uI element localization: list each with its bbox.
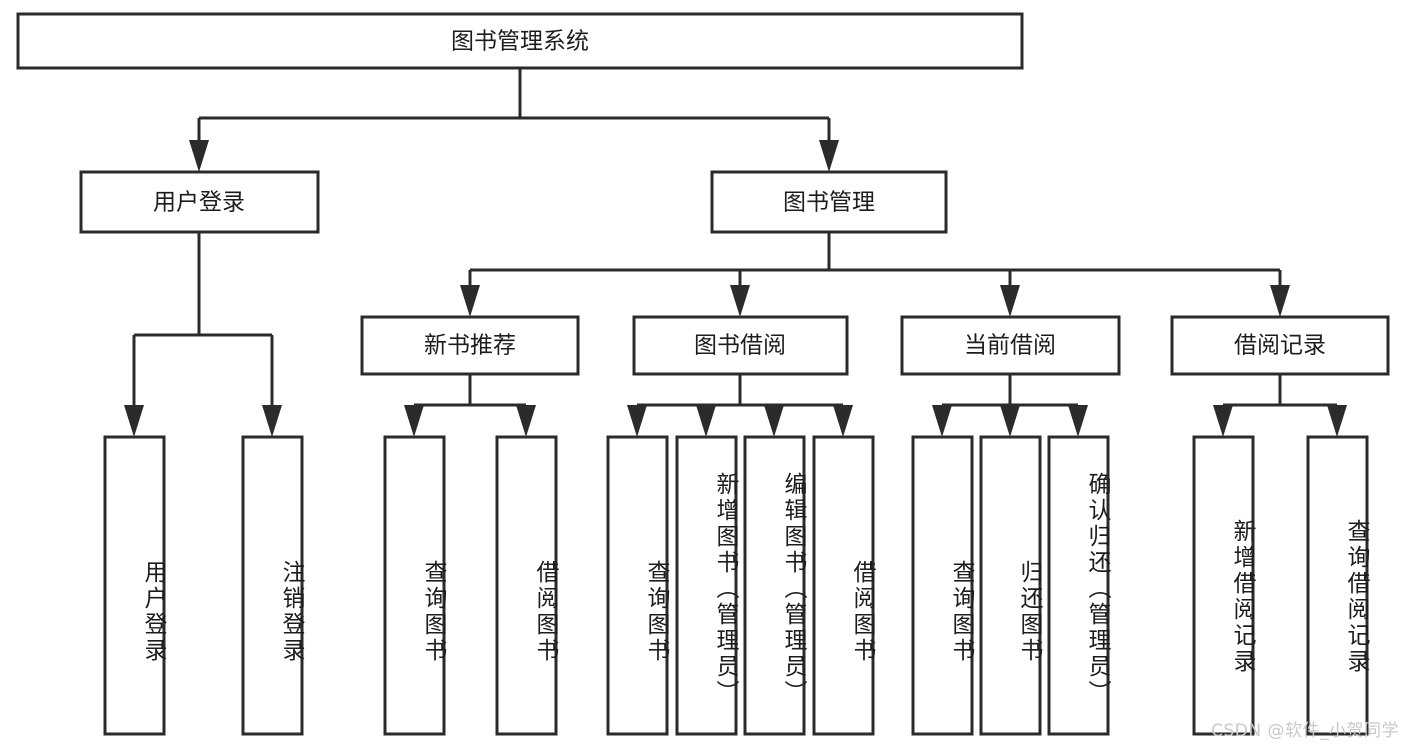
node-new-book-recommend-label: 新书推荐 [424,333,516,359]
node-book-management-label: 图书管理 [783,190,875,216]
arrow-head-leaf-add-borrow-record [1213,405,1233,437]
arrow-head-leaf-return-book [1000,405,1020,437]
node-borrow-record[interactable]: 借阅记录 [1170,315,1390,376]
arrow-head-leaf-add-book-admin [696,405,716,437]
node-current-borrow-box[interactable] [900,315,1121,376]
node-user-login-label: 用户登录 [153,190,245,216]
node-new-book-recommend[interactable]: 新书推荐 [360,315,580,376]
node-new-book-recommend-box[interactable] [360,315,580,376]
node-book-borrow-box[interactable] [632,315,849,376]
node-leaf-add-borrow-record-box[interactable] [1192,435,1255,736]
arrow-head-book-management [819,140,839,172]
node-current-borrow-label: 当前借阅 [964,333,1056,359]
watermark-text: CSDN @软件_小贺同学 [1211,721,1399,741]
node-leaf-query-borrow-record-box[interactable] [1306,435,1369,736]
node-leaf-logout-login-box[interactable] [241,435,304,736]
arrow-head-leaf-borrow-book-2 [833,405,853,437]
node-root-box[interactable] [16,12,1024,70]
node-current-borrow[interactable]: 当前借阅 [900,315,1121,376]
arrow-head-new-book-recommend [460,285,480,317]
arrow-head-leaf-query-book-1 [404,405,424,437]
node-leaf-borrow-book-2-box[interactable] [812,435,875,736]
node-leaf-query-book-1-box[interactable] [383,435,446,736]
connector-layer [124,68,1347,437]
node-leaf-user-login-box[interactable] [103,435,166,736]
node-leaf-edit-book-admin-box[interactable] [743,435,806,736]
node-book-borrow-label: 图书借阅 [694,333,786,359]
arrow-head-leaf-borrow-book-1 [516,405,536,437]
node-book-management-box[interactable] [710,170,948,234]
node-leaf-add-book-admin-box[interactable] [675,435,738,736]
node-root-label: 图书管理系统 [451,29,589,55]
node-borrow-record-label: 借阅记录 [1234,333,1326,359]
leaf-box-layer [103,435,1369,736]
arrow-head-leaf-user-login [124,405,144,437]
arrow-head-leaf-confirm-return-admin [1068,405,1088,437]
node-leaf-query-book-3-box[interactable] [911,435,974,736]
arrow-head-user-login [189,140,209,172]
arrow-head-leaf-query-book-3 [932,405,952,437]
node-leaf-borrow-book-1-box[interactable] [495,435,558,736]
arrow-head-book-borrow [730,285,750,317]
node-borrow-record-box[interactable] [1170,315,1390,376]
node-root[interactable]: 图书管理系统 [16,12,1024,70]
arrow-head-borrow-record [1270,285,1290,317]
node-leaf-query-book-2-box[interactable] [606,435,669,736]
node-book-borrow[interactable]: 图书借阅 [632,315,849,376]
node-user-login-box[interactable] [79,170,320,234]
arrow-head-leaf-logout-login [262,405,282,437]
node-book-management[interactable]: 图书管理 [710,170,948,234]
arrow-head-leaf-query-borrow-record [1327,405,1347,437]
node-leaf-return-book-box[interactable] [979,435,1042,736]
arrow-head-current-borrow [1000,285,1020,317]
arrow-head-leaf-query-book-2 [627,405,647,437]
node-leaf-confirm-return-admin-box[interactable] [1047,435,1110,736]
arrow-head-leaf-edit-book-admin [764,405,784,437]
node-user-login[interactable]: 用户登录 [79,170,320,234]
